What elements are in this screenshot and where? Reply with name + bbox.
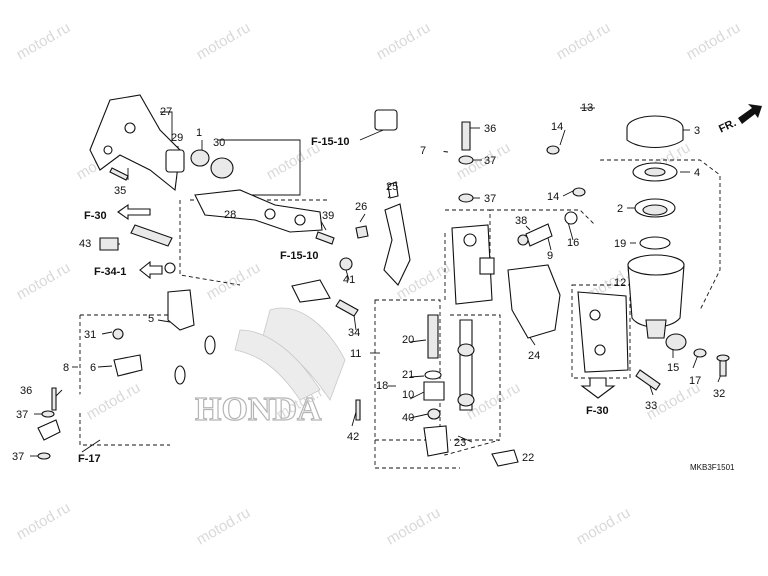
watermark: motod.ru xyxy=(194,504,254,548)
callout-14-bottom[interactable]: 14 xyxy=(547,191,559,203)
callout-18[interactable]: 18 xyxy=(376,380,388,392)
section-ref-f-30-left[interactable]: F-30 xyxy=(84,210,107,222)
watermark: motod.ru xyxy=(554,19,614,63)
brand-logo-text: HONDA xyxy=(195,391,322,428)
callout-21[interactable]: 21 xyxy=(402,369,414,381)
watermark: motod.ru xyxy=(574,504,634,548)
callout-40[interactable]: 40 xyxy=(402,412,414,424)
callout-25[interactable]: 25 xyxy=(386,181,398,193)
honda-wing-logo: HONDA xyxy=(194,307,346,429)
watermark: motod.ru xyxy=(374,19,434,63)
callout-34[interactable]: 34 xyxy=(348,327,360,339)
callout-15[interactable]: 15 xyxy=(667,362,679,374)
callout-30[interactable]: 30 xyxy=(213,137,225,149)
callout-37-right-upper[interactable]: 37 xyxy=(484,155,496,167)
callout-14-top[interactable]: 14 xyxy=(551,121,563,133)
section-ref-f-17[interactable]: F-17 xyxy=(78,453,101,465)
callout-28[interactable]: 28 xyxy=(224,209,236,221)
callout-41[interactable]: 41 xyxy=(343,274,355,286)
callout-27[interactable]: 27 xyxy=(160,106,172,118)
callout-32[interactable]: 32 xyxy=(713,388,725,400)
callout-37-left-upper[interactable]: 37 xyxy=(16,409,28,421)
master-cylinder-part xyxy=(451,224,493,305)
callout-10[interactable]: 10 xyxy=(402,389,414,401)
direction-marker: FR. xyxy=(717,104,762,135)
callout-38[interactable]: 38 xyxy=(515,215,527,227)
callout-3[interactable]: 3 xyxy=(694,125,700,137)
callout-19[interactable]: 19 xyxy=(614,238,626,250)
section-ref-f-15-10-mid[interactable]: F-15-10 xyxy=(280,250,319,262)
watermark: motod.ru xyxy=(684,19,744,63)
callout-6[interactable]: 6 xyxy=(90,362,96,374)
callout-42[interactable]: 42 xyxy=(347,431,359,443)
watermark: motod.ru xyxy=(14,499,74,543)
callout-29[interactable]: 29 xyxy=(171,132,183,144)
section-ref-f-34-1[interactable]: F-34-1 xyxy=(94,266,126,278)
callout-26[interactable]: 26 xyxy=(355,201,367,213)
callout-39[interactable]: 39 xyxy=(322,210,334,222)
watermark: motod.ru xyxy=(14,19,74,63)
callout-20[interactable]: 20 xyxy=(402,334,414,346)
callout-16[interactable]: 16 xyxy=(567,237,579,249)
callout-33[interactable]: 33 xyxy=(645,400,657,412)
callout-36-right[interactable]: 36 xyxy=(484,123,496,135)
section-ref-f-30-bottom[interactable]: F-30 xyxy=(586,405,609,417)
callout-11[interactable]: 11 xyxy=(350,348,361,360)
diagram-code: MKB3F1501 xyxy=(690,463,735,472)
step-plate-part xyxy=(194,189,323,233)
callout-12[interactable]: 12 xyxy=(614,277,626,289)
section-ref-f-15-10-top[interactable]: F-15-10 xyxy=(311,136,350,148)
heel-guard-part xyxy=(507,264,561,339)
watermark: motod.ru xyxy=(384,504,444,548)
callout-4[interactable]: 4 xyxy=(694,167,700,179)
watermark: motod.ru xyxy=(14,259,74,303)
callout-13[interactable]: 13 xyxy=(581,102,593,114)
callout-23[interactable]: 23 xyxy=(454,437,466,449)
callout-9[interactable]: 9 xyxy=(547,250,553,262)
callout-24[interactable]: 24 xyxy=(528,350,540,362)
parts xyxy=(37,94,730,467)
front-direction-label: FR. xyxy=(717,117,738,135)
callout-numbers: 1 2 3 4 5 6 7 8 9 10 11 12 13 14 14 15 1… xyxy=(12,102,725,464)
callout-22[interactable]: 22 xyxy=(522,452,534,464)
callout-5[interactable]: 5 xyxy=(148,313,154,325)
callout-37-right-lower[interactable]: 37 xyxy=(484,193,496,205)
callout-35[interactable]: 35 xyxy=(114,185,126,197)
callout-31[interactable]: 31 xyxy=(84,329,96,341)
callout-17[interactable]: 17 xyxy=(689,375,701,387)
watermark: motod.ru xyxy=(194,19,254,63)
callout-36-left[interactable]: 36 xyxy=(20,385,32,397)
callout-43[interactable]: 43 xyxy=(79,238,91,250)
assembly-outlines xyxy=(79,159,721,469)
callout-37-left-lower[interactable]: 37 xyxy=(12,451,24,463)
callout-1[interactable]: 1 xyxy=(196,127,202,139)
section-references: F-15-10 F-30 F-34-1 F-15-10 F-30 F-17 xyxy=(78,136,616,465)
callout-2[interactable]: 2 xyxy=(617,203,623,215)
callout-8[interactable]: 8 xyxy=(63,362,69,374)
callout-7[interactable]: 7 xyxy=(420,145,426,157)
watermark: motod.ru xyxy=(204,259,264,303)
